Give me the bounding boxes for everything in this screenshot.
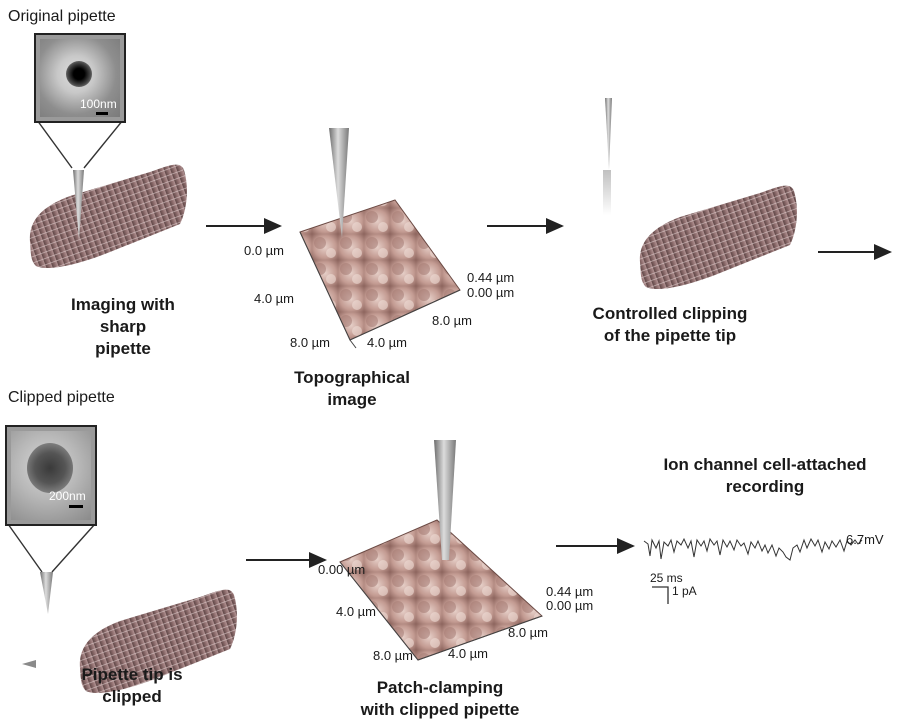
axis-label-bottom-x2: 8.0 µm: [508, 625, 548, 640]
caption-controlled-clipping: Controlled clipping of the pipette tip: [570, 303, 770, 347]
clipped-pipette-bottom-left: [40, 572, 53, 614]
caption-line: of the pipette tip: [570, 325, 770, 347]
caption-topographical-image: Topographical image: [282, 367, 422, 411]
axis-label-top-x1: 4.0 µm: [367, 335, 407, 350]
recording-time-scale-label: 25 ms: [650, 571, 683, 585]
caption-line: Patch-clamping: [340, 677, 540, 699]
axis-label-top-x0: 0.0 µm: [244, 243, 284, 258]
axis-label-bottom-x1: 4.0 µm: [448, 646, 488, 661]
axis-label-top-zbottom: 0.00 µm: [467, 285, 514, 300]
section-label-clipped-pipette: Clipped pipette: [8, 389, 115, 407]
caption-line: Ion channel cell-attached: [640, 454, 890, 476]
sem-scale-bar-bottom: [69, 505, 83, 508]
sem-zoom-lines-top: [37, 120, 123, 168]
caption-line: Topographical: [282, 367, 422, 389]
axis-label-top-ztop: 0.44 µm: [467, 270, 514, 285]
caption-line: sharp: [38, 316, 208, 338]
clipped-tip-fragment: [22, 660, 36, 668]
recording-voltage-label: 6.7mV: [846, 532, 884, 547]
cardiomyocyte-cell-top-right: [640, 186, 797, 289]
sem-scale-label-top: 100nm: [80, 97, 117, 111]
caption-pipette-tip-clipped: Pipette tip is clipped: [52, 664, 212, 708]
caption-line: Controlled clipping: [570, 303, 770, 325]
recording-current-scale-label: 1 pA: [672, 584, 697, 598]
sem-image-clipped-pipette: 200nm: [5, 425, 97, 526]
caption-line: image: [282, 389, 422, 411]
axis-label-bottom-y2: 8.0 µm: [373, 648, 413, 663]
pipette-aperture: [27, 443, 73, 493]
recording-scale-bars: [652, 587, 668, 604]
caption-line: Imaging with: [38, 294, 208, 316]
pipette-aperture: [66, 61, 92, 87]
sem-zoom-lines-bottom: [8, 524, 95, 572]
caption-patch-clamping: Patch-clamping with clipped pipette: [340, 677, 540, 721]
axis-label-bottom-ztop: 0.44 µm: [546, 584, 593, 599]
caption-line: pipette: [38, 338, 208, 360]
caption-line: with clipped pipette: [340, 699, 540, 721]
caption-ion-channel-recording: Ion channel cell-attached recording: [640, 454, 890, 498]
axis-label-top-x2: 8.0 µm: [432, 313, 472, 328]
clipping-pipette: [603, 98, 612, 215]
caption-line: clipped: [52, 686, 212, 708]
axis-label-bottom-x0: 0.00 µm: [318, 562, 365, 577]
axis-label-top-y2: 8.0 µm: [290, 335, 330, 350]
section-label-original-pipette: Original pipette: [8, 8, 116, 26]
axis-label-bottom-zbottom: 0.00 µm: [546, 598, 593, 613]
sem-image-original-pipette: 100nm: [34, 33, 126, 123]
caption-line: Pipette tip is: [52, 664, 212, 686]
axis-label-top-y1: 4.0 µm: [254, 291, 294, 306]
sem-scale-label-bottom: 200nm: [49, 489, 86, 503]
sem-scale-bar-top: [96, 112, 108, 115]
cardiomyocyte-cell-top-left: [30, 165, 187, 268]
ion-channel-trace: [644, 539, 862, 560]
caption-imaging-with-sharp-pipette: Imaging with sharp pipette: [38, 294, 208, 360]
caption-line: recording: [640, 476, 890, 498]
axis-label-bottom-y1: 4.0 µm: [336, 604, 376, 619]
